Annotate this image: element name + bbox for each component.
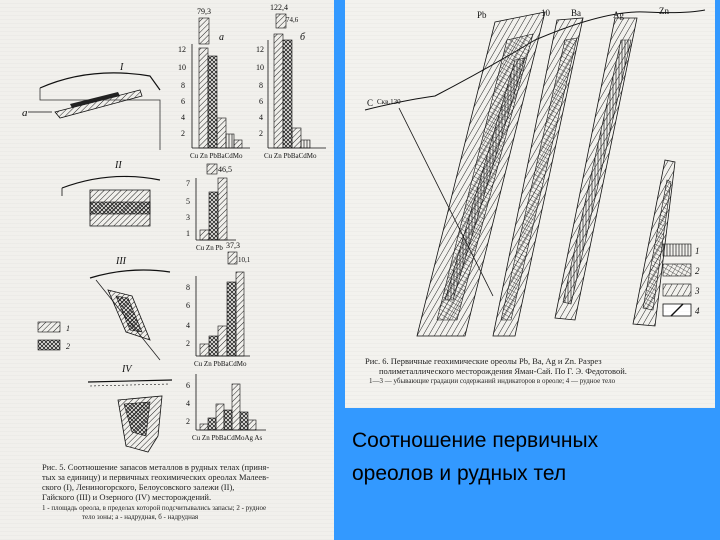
bar3-top-value: 37,3 — [226, 241, 240, 250]
elements-3: Cu Zn PbBaCdMo — [194, 360, 247, 368]
bar2-top-value: 46,5 — [218, 165, 232, 174]
bar-chart-ii: 46,5 7 5 3 1 Cu Zn Pb — [186, 163, 236, 252]
legend-item: 1 — [695, 246, 700, 256]
axis1-tick: 8 — [181, 81, 185, 90]
axis3-tick: 2 — [186, 339, 190, 348]
label-skv: Скв.130 — [377, 98, 401, 106]
axis1-tick: 12 — [178, 45, 186, 54]
bar-b-sub-value: 74,6 — [286, 16, 299, 24]
label-ag: Ag — [613, 10, 624, 20]
right-legend: 1 2 3 4 — [662, 243, 700, 317]
section-iv-diagram: IV — [87, 364, 173, 453]
label-ba: Ba — [571, 8, 581, 18]
bar-a-label: а — [219, 32, 224, 43]
section-i-label: I — [119, 62, 124, 73]
axis3-tick: 6 — [186, 301, 190, 310]
axis2-tick: 7 — [186, 179, 190, 188]
section-ii-label: II — [114, 160, 122, 171]
axis-b-tick: 8 — [259, 81, 263, 90]
section-ii-diagram: II — [61, 160, 161, 227]
right-figure-svg: Pb 10 Ba Ag Zn C Скв.130 1 2 3 4 — [364, 6, 706, 337]
axis3-tick: 8 — [186, 283, 190, 292]
left-caption-line: тых за единицу) и первичных геохимически… — [42, 472, 269, 482]
label-pb: Pb — [477, 10, 487, 20]
label-c: C — [367, 98, 373, 108]
axis1-tick: 2 — [181, 129, 185, 138]
bar-chart-b: 122,4 74,6 б 12 10 8 6 4 2 Cu Zn PbBaCdM… — [256, 3, 326, 160]
left-caption-line: Гайского (III) и Озерного (IV) месторожд… — [42, 492, 212, 502]
axis-b-tick: 10 — [256, 63, 264, 72]
right-caption-line: 1—3 — убывающие градации содержаний инди… — [369, 377, 616, 385]
slide-main-text-line1: Соотношение первичных — [352, 429, 599, 452]
section-iv-label: IV — [121, 364, 133, 375]
axis1-tick: 4 — [181, 113, 185, 122]
label-a: a — [22, 107, 28, 119]
bar-b-top-value: 122,4 — [270, 3, 288, 12]
bar3-sub-value: 10,1 — [238, 256, 251, 264]
legend-item: 4 — [695, 306, 700, 316]
axis-b-tick: 6 — [259, 97, 263, 106]
elements-2: Cu Zn Pb — [196, 244, 223, 252]
axis2-tick: 5 — [186, 197, 190, 206]
label-zn: Zn — [659, 6, 669, 16]
section-iii-diagram: III 1 2 — [37, 256, 171, 361]
legend-item: 3 — [694, 286, 700, 296]
bar-chart-iv: 6 4 2 Cu Zn PbBaCdMoAg As — [186, 374, 266, 442]
left-figure-svg: a I 79,3 а 12 10 8 6 4 2 Cu Zn PbBaCdMo — [22, 3, 326, 453]
axis-b-tick: 4 — [259, 113, 263, 122]
elements-4: Cu Zn PbBaCdMoAg As — [192, 434, 262, 442]
axis-b-tick: 12 — [256, 45, 264, 54]
right-figure-caption: Рис. 6. Первичные геохимические ореолы P… — [365, 356, 710, 386]
left-caption-line: тело зоны; а - надрудная, б - надрудная — [82, 513, 199, 521]
label-10: 10 — [541, 8, 551, 18]
axis2-tick: 3 — [186, 213, 190, 222]
left-caption-line: ского (I), Лениногорского, Белоусовского… — [42, 482, 235, 492]
axis4-tick: 6 — [186, 381, 190, 390]
axis-b-tick: 2 — [259, 129, 263, 138]
axis2-tick: 1 — [186, 229, 190, 238]
bar-chart-iii: 37,3 10,1 8 6 4 2 Cu Zn PbBaCdMo — [186, 241, 251, 368]
left-caption-line: Рис. 5. Соотношение запасов металлов в р… — [42, 462, 270, 472]
right-caption-line: полиметаллического месторождения Яман-Са… — [379, 366, 627, 376]
right-figure-panel: Pb 10 Ba Ag Zn C Скв.130 1 2 3 4 Рис. 6.… — [345, 0, 715, 408]
legend1-label: 1 — [66, 324, 70, 333]
elements-b: Cu Zn PbBaCdMo — [264, 152, 317, 160]
bar-a-top-value: 79,3 — [197, 7, 211, 16]
axis4-tick: 2 — [186, 417, 190, 426]
left-figure-caption: Рис. 5. Соотношение запасов металлов в р… — [42, 462, 332, 522]
slide-main-text: Соотношение первичных ореолов и рудных т… — [352, 424, 692, 490]
axis3-tick: 4 — [186, 321, 190, 330]
section-i-diagram: a I — [22, 62, 161, 150]
axis1-tick: 6 — [181, 97, 185, 106]
legend2-label: 2 — [66, 342, 70, 351]
left-figure-panel: a I 79,3 а 12 10 8 6 4 2 Cu Zn PbBaCdMo — [0, 0, 334, 540]
slide-main-text-line2: ореолов и рудных тел — [352, 462, 567, 485]
bar-b-label: б — [300, 32, 306, 43]
axis1-tick: 10 — [178, 63, 186, 72]
elements-a: Cu Zn PbBaCdMo — [190, 152, 243, 160]
section-iii-label: III — [115, 256, 127, 267]
right-caption-line: Рис. 6. Первичные геохимические ореолы P… — [365, 356, 602, 366]
axis4-tick: 4 — [186, 399, 190, 408]
left-caption-line: 1 - площадь ореола, в пределах которой п… — [42, 504, 267, 512]
legend-item: 2 — [695, 266, 700, 276]
bar-chart-a: 79,3 а 12 10 8 6 4 2 Cu Zn PbBaCdMo — [178, 7, 250, 160]
